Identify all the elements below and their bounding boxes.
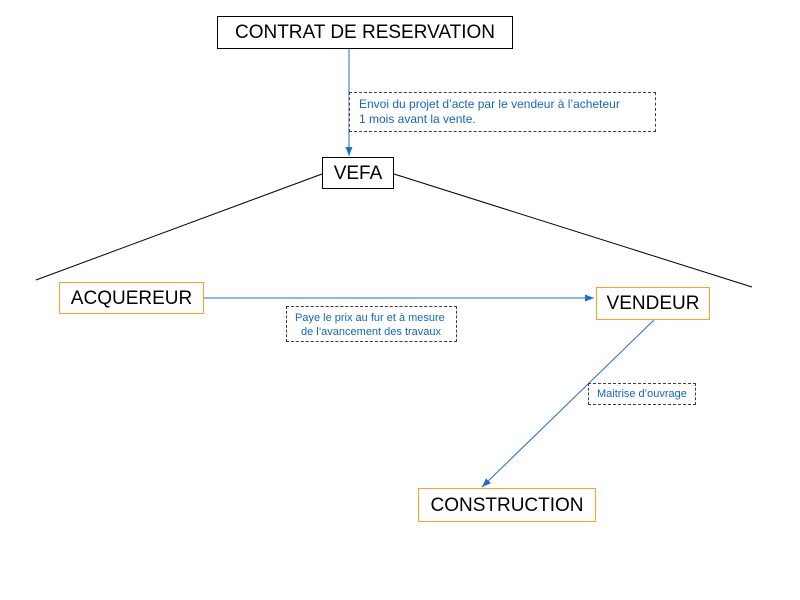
acquereur-label: ACQUEREUR: [70, 287, 193, 309]
contrat-node: CONTRAT DE RESERVATION: [217, 16, 513, 49]
paye-note: Paye le prix au fur et à mesure de l’ava…: [286, 306, 457, 342]
vefa-right-branch-line: [393, 173, 753, 288]
vendeur-node: VENDEUR: [596, 287, 710, 320]
vefa-node: VEFA: [322, 157, 394, 189]
envoi-note-line1: Envoi du projet d’acte par le vendeur à …: [359, 97, 620, 111]
envoi-note: Envoi du projet d’acte par le vendeur à …: [349, 92, 656, 132]
vefa-left-branch-line: [35, 173, 323, 281]
vendeur-label: VENDEUR: [606, 293, 700, 314]
vendeur-to-construction-arrow: [481, 319, 655, 488]
acquereur-node: ACQUEREUR: [59, 282, 204, 314]
construction-label: CONSTRUCTION: [430, 494, 584, 516]
construction-node: CONSTRUCTION: [418, 488, 596, 522]
maitrise-note: Maitrise d’ouvrage: [588, 383, 696, 405]
maitrise-note-line1: Maitrise d’ouvrage: [597, 388, 687, 400]
envoi-note-line2: 1 mois avant la vente.: [359, 112, 476, 126]
paye-note-line2: de l’avancement des travaux: [301, 325, 442, 338]
paye-note-line1: Paye le prix au fur et à mesure: [295, 312, 445, 324]
vefa-label: VEFA: [333, 162, 383, 184]
contrat-label: CONTRAT DE RESERVATION: [234, 22, 496, 43]
